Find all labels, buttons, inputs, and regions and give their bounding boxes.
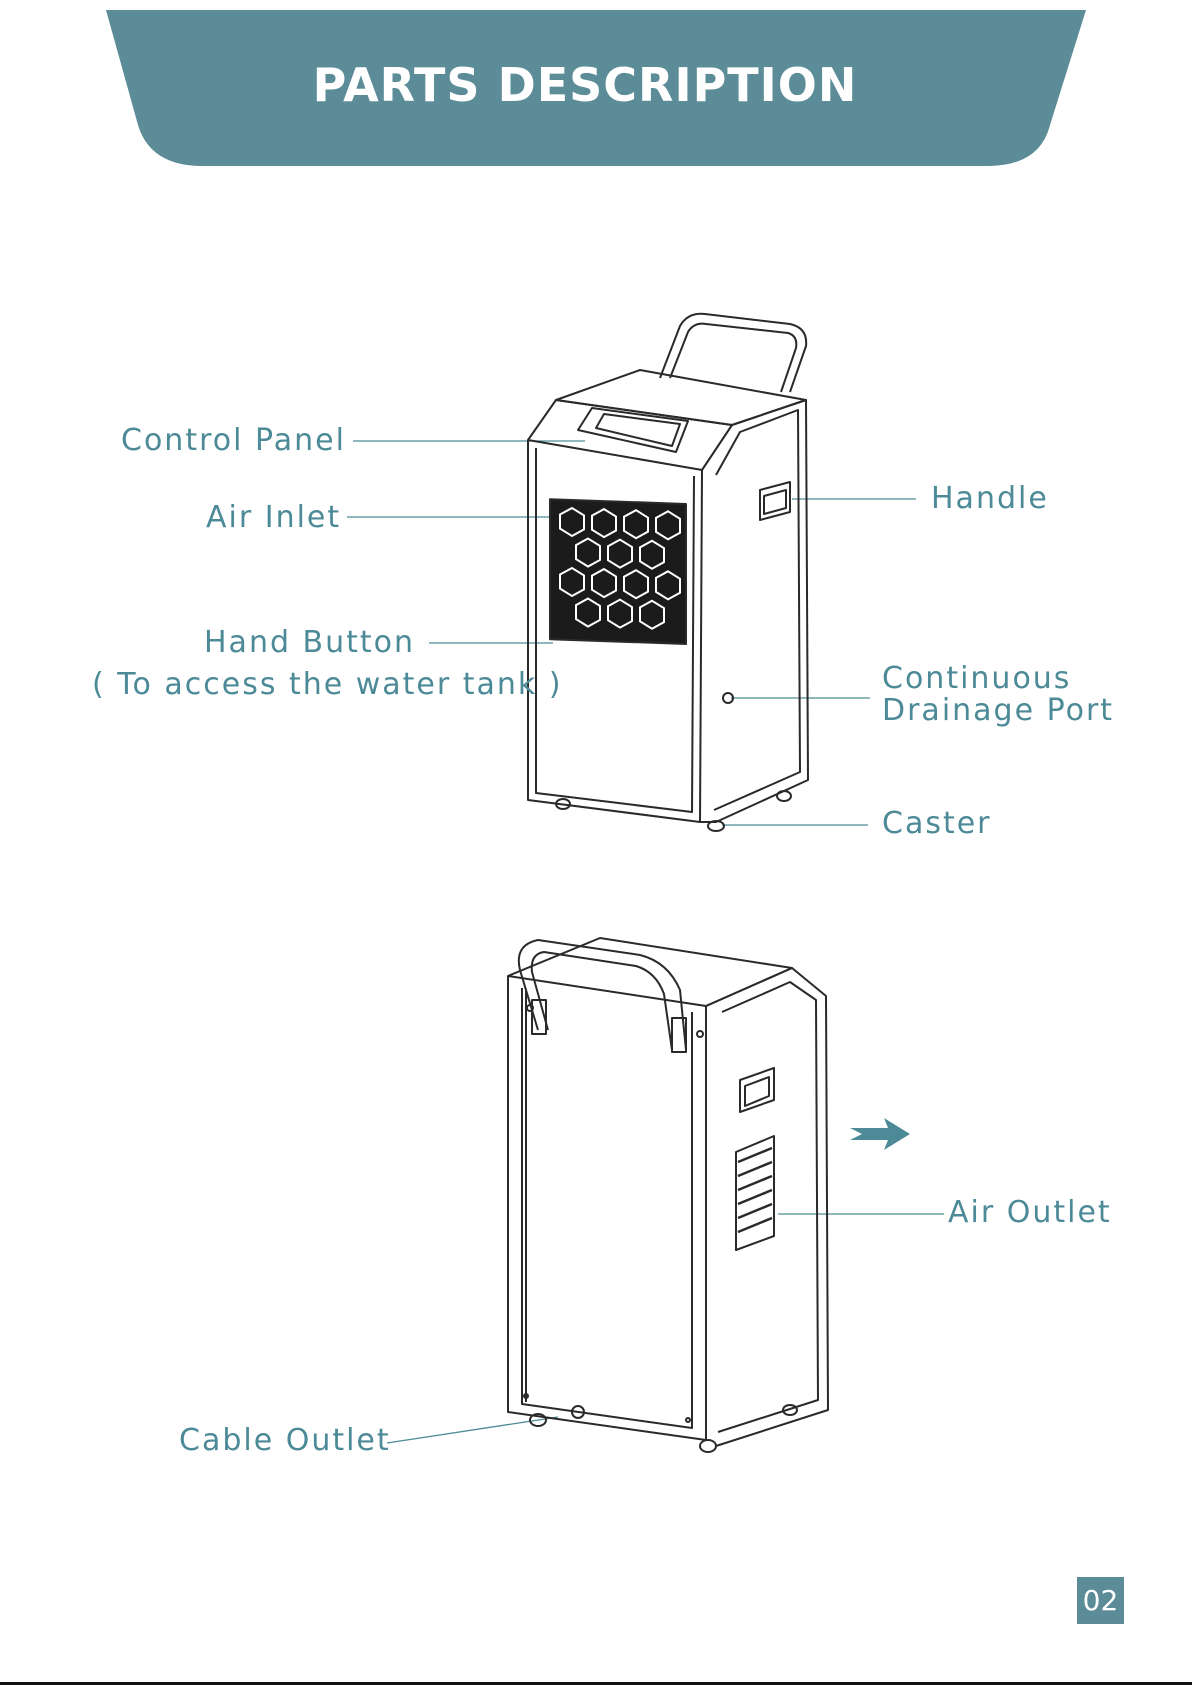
label-handle: Handle <box>931 484 1049 514</box>
label-cable-outlet: Cable Outlet <box>179 1426 391 1456</box>
air-flow-arrow-icon <box>850 1118 910 1150</box>
label-air-inlet: Air Inlet <box>206 503 341 533</box>
label-hand-button-note: ( To access the water tank ) <box>92 670 563 700</box>
label-air-outlet: Air Outlet <box>948 1198 1112 1228</box>
label-control-panel: Control Panel <box>121 426 346 456</box>
page-number-badge: 02 <box>1077 1577 1124 1624</box>
label-drainage-port-line1: Continuous <box>882 664 1071 694</box>
label-drainage-port-line2: Drainage Port <box>882 696 1114 726</box>
label-hand-button: Hand Button <box>204 628 415 658</box>
label-caster: Caster <box>882 809 992 839</box>
